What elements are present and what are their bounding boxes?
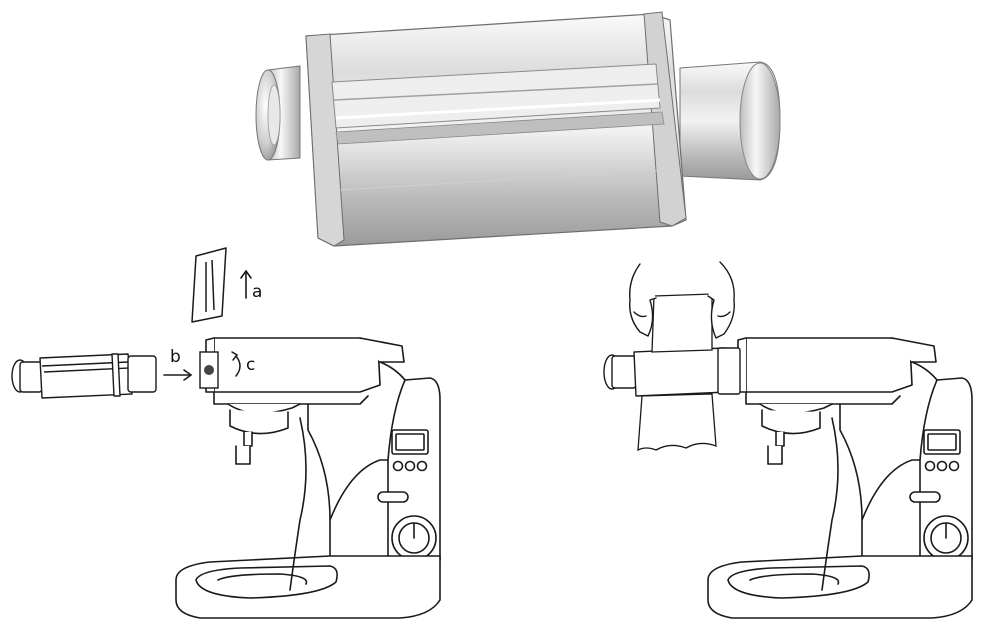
label-b: b	[170, 347, 181, 367]
pasta-roller-attachment	[255, 11, 781, 247]
pasta-sheet	[637, 293, 717, 452]
pasta-roller-small	[11, 353, 157, 399]
arrow-b	[163, 369, 193, 381]
hands-holding-pasta	[629, 261, 735, 339]
attached-pasta-roller	[603, 347, 741, 397]
rotate-arrow-c	[231, 351, 241, 377]
label-a: a	[252, 282, 262, 302]
label-c: c	[246, 355, 255, 375]
arrow-a	[240, 269, 252, 299]
stand-mixer-left	[175, 337, 441, 619]
outlet-cover	[191, 247, 227, 323]
stand-mixer-right	[707, 337, 973, 619]
